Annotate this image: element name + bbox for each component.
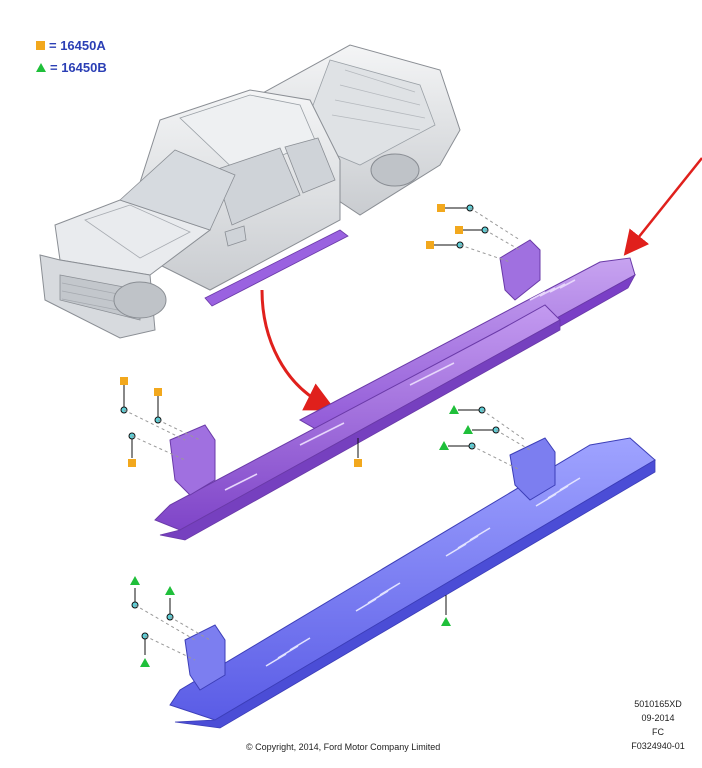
ref-line: 09-2014 [641, 713, 675, 723]
triangle-marker [441, 617, 451, 626]
square-marker [120, 377, 128, 385]
arrow-to-running-board-middle [260, 289, 336, 411]
legend-label: = 16450B [50, 59, 107, 75]
square-marker [437, 204, 445, 212]
legend: = 16450A = 16450B [36, 34, 107, 78]
square-marker [154, 388, 162, 396]
mounting-bracket [169, 424, 216, 496]
square-marker [354, 459, 362, 467]
ref-line: 5010165XD [634, 699, 682, 709]
legend-item-16450b: = 16450B [36, 56, 107, 78]
ref-line: FC [652, 727, 664, 737]
ref-line: F0324940-01 [631, 741, 685, 751]
triangle-marker-icon [36, 62, 46, 72]
legend-label: = 16450A [49, 37, 106, 53]
legend-item-16450a: = 16450A [36, 34, 107, 56]
triangle-marker [439, 441, 449, 450]
triangle-marker [165, 586, 175, 595]
running-board-lower [169, 437, 656, 729]
reference-block: 5010165XD 09-2014 FC F0324940-01 [618, 697, 698, 753]
pickup-truck-illustration [39, 44, 461, 339]
running-board-middle [154, 304, 561, 541]
fastener-group-upper [426, 204, 521, 263]
triangle-marker [130, 576, 140, 585]
triangle-marker [463, 425, 473, 434]
copyright-notice: © Copyright, 2014, Ford Motor Company Li… [246, 742, 441, 752]
mounting-bracket [184, 624, 226, 691]
square-marker-icon [36, 40, 45, 50]
square-marker [128, 459, 136, 467]
arrow-to-running-board-upper [623, 157, 702, 256]
callout-arrows [260, 157, 702, 411]
mounting-bracket [509, 437, 556, 501]
mounting-bracket [499, 239, 541, 301]
fastener-group-lower-right [439, 405, 531, 626]
square-marker [426, 241, 434, 249]
fastener-group-middle [120, 377, 362, 467]
fastener-group-lower-left [130, 576, 211, 667]
square-marker [455, 226, 463, 234]
triangle-marker [449, 405, 459, 414]
triangle-marker [140, 658, 150, 667]
